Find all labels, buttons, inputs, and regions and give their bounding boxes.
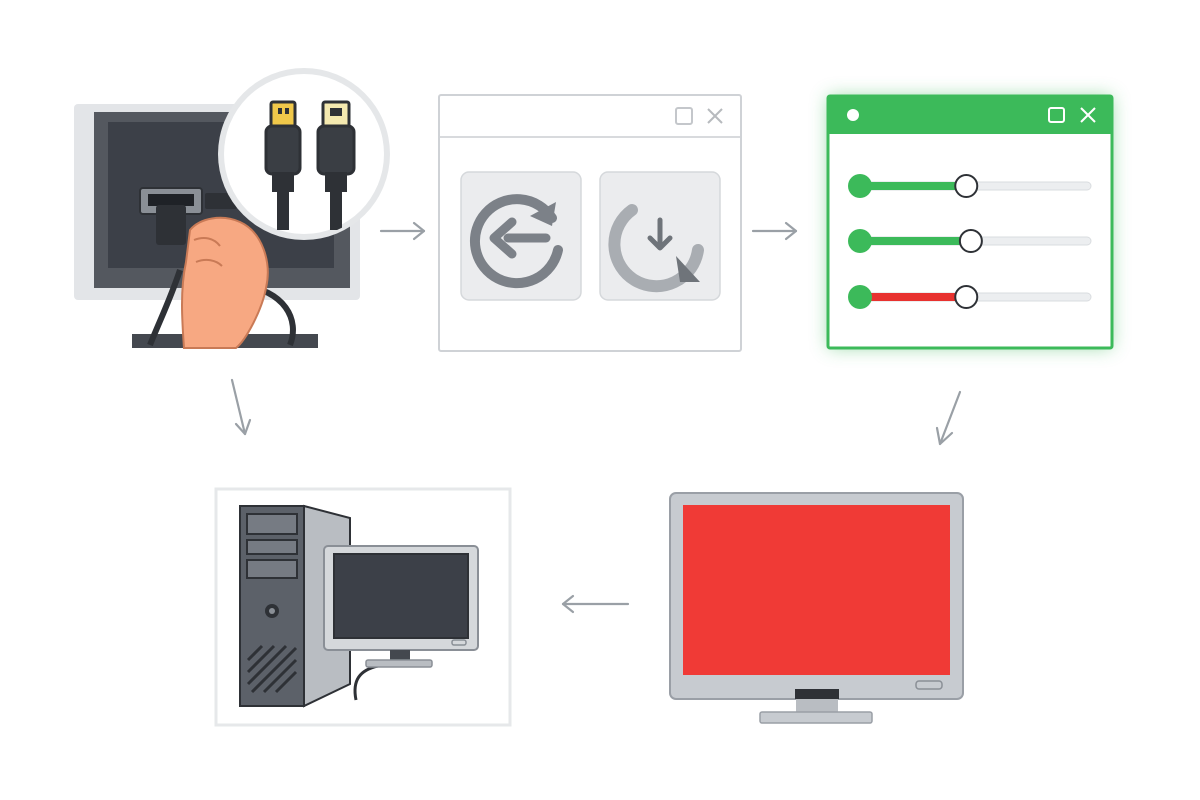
maximize-icon[interactable] xyxy=(675,107,693,125)
cable-left xyxy=(147,269,183,347)
slider-fill xyxy=(860,182,967,190)
settings-sliders xyxy=(848,174,1092,309)
step-red-screen-monitor xyxy=(669,492,964,724)
hand-thumb xyxy=(193,237,221,247)
desktop-computer-icon xyxy=(239,504,479,708)
slider-start-dot xyxy=(848,285,872,309)
arrow-cable-to-computer xyxy=(230,378,252,436)
hdmi-plug xyxy=(156,205,186,245)
slider-handle[interactable] xyxy=(954,285,979,309)
zoom-background xyxy=(224,74,384,234)
hand xyxy=(181,216,269,349)
hdmi-cable-icon xyxy=(264,100,356,230)
step-restart-update xyxy=(438,94,742,352)
hdmi-port-slot xyxy=(148,194,194,206)
slider-fill xyxy=(860,237,971,245)
slider-start-dot xyxy=(848,174,872,198)
restart-icon xyxy=(469,194,563,289)
second-port xyxy=(205,193,237,209)
settings-window-titlebar xyxy=(828,96,1112,134)
slider-fill xyxy=(860,293,967,301)
arrow-monitor-to-computer xyxy=(561,594,630,614)
maximize-icon[interactable] xyxy=(1048,107,1065,123)
red-screen-icon xyxy=(683,505,950,675)
close-icon[interactable] xyxy=(707,108,723,124)
arrow-settings-to-monitor xyxy=(935,390,962,446)
arrow-cable-to-restart xyxy=(379,221,426,241)
close-icon[interactable] xyxy=(1080,107,1096,123)
monitor-neck-joint xyxy=(795,689,839,699)
arrow-restart-to-settings xyxy=(751,221,798,241)
slider-handle[interactable] xyxy=(954,174,979,198)
slider-handle[interactable] xyxy=(958,229,983,253)
monitor-power-button xyxy=(915,680,943,690)
download-update-icon xyxy=(608,204,704,293)
monitor-neck xyxy=(796,699,838,713)
hand-knuckle xyxy=(195,258,223,267)
step-check-cable xyxy=(74,68,390,349)
step-adjust-settings xyxy=(826,94,1114,350)
slider-start-dot xyxy=(848,229,872,253)
window-status-dot xyxy=(847,109,859,121)
step-computer-tower xyxy=(214,487,512,727)
monitor-stand-base xyxy=(759,711,873,724)
zoom-inset xyxy=(218,68,390,240)
